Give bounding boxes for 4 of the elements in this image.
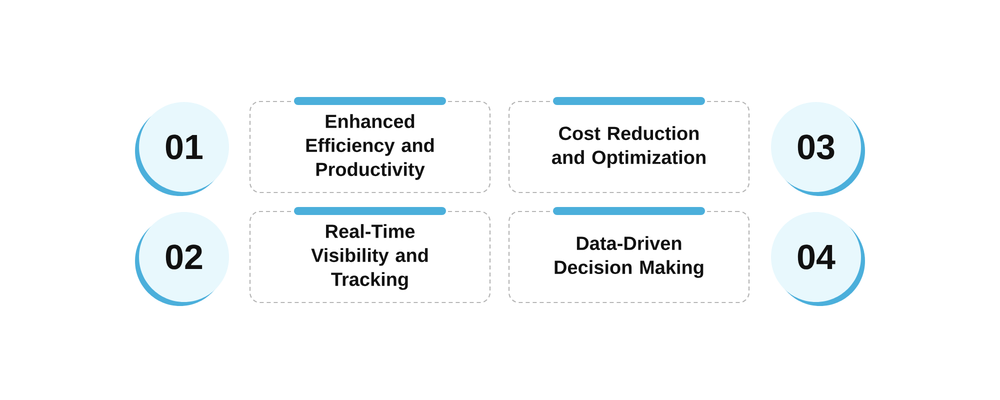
text-box: Enhanced Efficiency and Productivity bbox=[249, 100, 491, 194]
text-box: Data-Driven Decision Making bbox=[508, 210, 750, 304]
text-box: Cost Reduction and Optimization bbox=[508, 100, 750, 194]
text-box: Real-Time Visibility and Tracking bbox=[249, 210, 491, 304]
